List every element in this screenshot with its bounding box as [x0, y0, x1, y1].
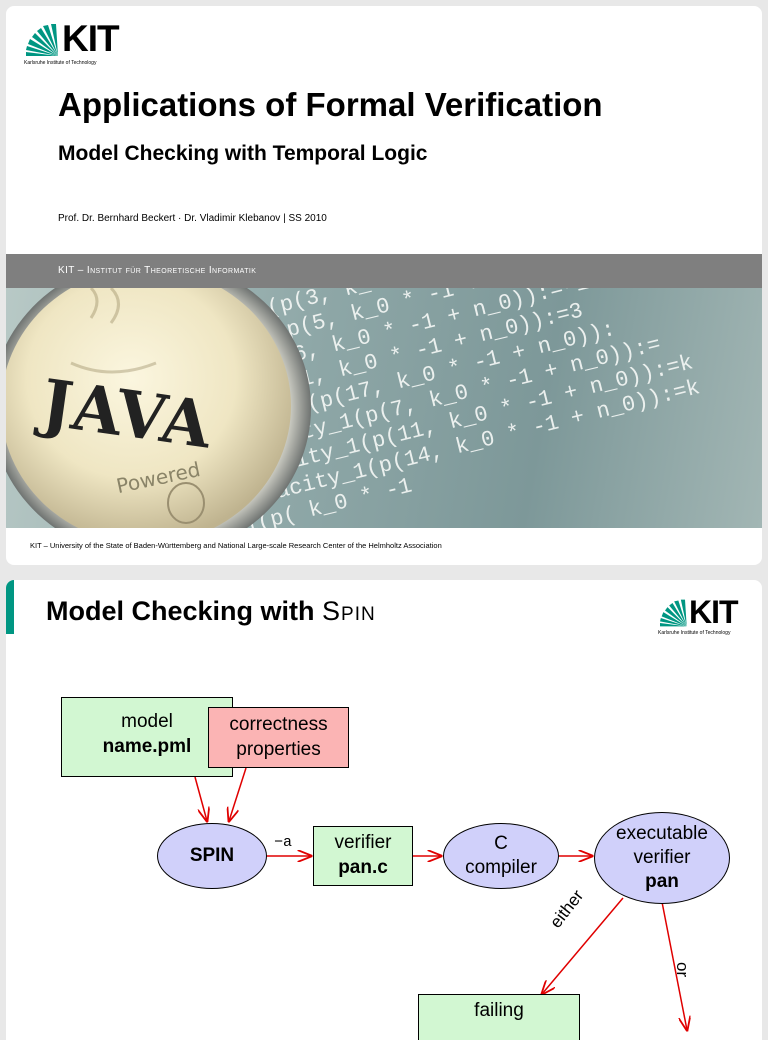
slide2-title-spin: Spin	[322, 596, 376, 626]
spin-slide: Model Checking with Spin KIT Karlsruhe I…	[6, 580, 762, 1040]
spin-label: SPIN	[189, 845, 235, 867]
title-accent-bar	[6, 580, 14, 634]
kit-logo-subtitle: Karlsruhe Institute of Technology	[24, 60, 97, 66]
failing-label: failing	[474, 1000, 524, 1021]
compiler-line1: C	[494, 833, 508, 855]
either-label: either	[546, 886, 588, 932]
model-label: model	[121, 711, 173, 732]
executable-line3: pan	[645, 870, 679, 892]
model-box: model name.pml	[61, 697, 233, 777]
spin-node: SPIN	[157, 823, 267, 889]
photo-svg: 1(p(3, k_0 * -1 + n_0)):=-1 + k__1(p(5, …	[6, 288, 702, 528]
diagram-arrows	[194, 767, 762, 1040]
kit-logo-small-text: KIT	[689, 594, 739, 630]
executable-line1: executable	[616, 823, 708, 845]
correctness-label: correctness	[229, 713, 328, 735]
authors-line: Prof. Dr. Bernhard Beckert · Dr. Vladimi…	[58, 213, 327, 224]
compiler-node: C compiler	[443, 823, 559, 889]
flag-a-label: −a	[274, 834, 293, 851]
institute-name: KIT – Institut für Theoretische Informat…	[58, 265, 257, 276]
slide2-title: Model Checking with Spin	[46, 596, 376, 627]
kit-logo-text: KIT	[62, 18, 120, 59]
or-label: or	[673, 962, 692, 978]
model-filename: name.pml	[102, 735, 192, 757]
arrow-model-spin	[194, 776, 207, 821]
kit-fan-icon	[26, 24, 58, 56]
verifier-filename: pan.c	[338, 857, 388, 878]
executable-line2: verifier	[633, 847, 691, 869]
slide-subtitle: Model Checking with Temporal Logic	[58, 142, 428, 165]
correctness-properties-box: correctness properties	[208, 707, 349, 768]
verifier-box: verifier pan.c	[313, 826, 413, 886]
badge-face	[6, 288, 291, 528]
kit-fan-icon-small	[660, 599, 687, 627]
verifier-label: verifier	[334, 832, 392, 854]
kit-logo-small-subtitle: Karlsruhe Institute of Technology	[658, 630, 731, 636]
footer-text: KIT – University of the State of Baden-W…	[30, 541, 442, 550]
slide-title: Applications of Formal Verification	[58, 86, 603, 123]
kit-logo-small: KIT Karlsruhe Institute of Technology	[658, 594, 748, 638]
institute-bar: KIT – Institut für Theoretische Informat…	[6, 254, 762, 288]
java-powered-photo: 1(p(3, k_0 * -1 + n_0)):=-1 + k__1(p(5, …	[6, 288, 762, 528]
compiler-line2: compiler	[465, 857, 537, 878]
failing-box: failing	[418, 994, 580, 1040]
executable-verifier-node: executable verifier pan	[594, 812, 730, 904]
properties-label: properties	[236, 738, 321, 760]
kit-logo: KIT Karlsruhe Institute of Technology	[24, 18, 124, 68]
slide2-title-main: Model Checking with	[46, 596, 315, 626]
title-slide: KIT Karlsruhe Institute of Technology Ap…	[6, 6, 762, 565]
